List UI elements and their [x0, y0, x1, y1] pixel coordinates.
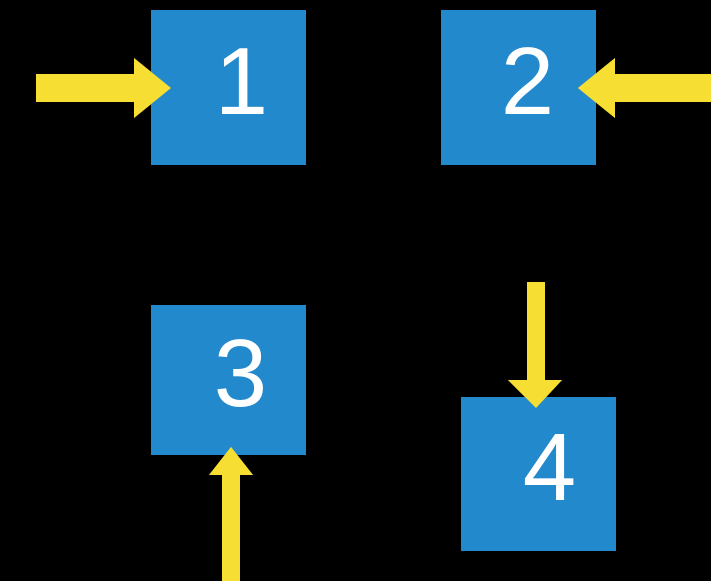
arrow-right-icon-head [134, 58, 171, 118]
arrow-down-tip-overlay [508, 380, 562, 408]
arrow-left-icon-head [578, 58, 615, 118]
arrow-down-icon-tip [508, 380, 562, 408]
node-box-1[interactable] [151, 10, 306, 165]
node-box-2[interactable] [441, 10, 596, 165]
arrow-up-icon [209, 447, 253, 581]
arrow-down-icon [508, 282, 562, 408]
arrow-left-head-overlay [578, 58, 615, 118]
arrow-right-head-overlay [134, 58, 171, 118]
node-label-3: 3 [213, 320, 268, 427]
node-label-1: 1 [214, 28, 269, 135]
node-label-2: 2 [500, 28, 555, 135]
arrow-down-into-box-4[interactable] [508, 282, 562, 408]
node-box-3[interactable] [151, 305, 306, 455]
arrow-up-into-box-3[interactable] [209, 447, 253, 581]
arrow-up-tip-overlay [209, 447, 253, 475]
arrow-up-icon-tip [209, 447, 253, 475]
node-label-4: 4 [522, 414, 577, 521]
node-box-4[interactable] [461, 397, 616, 551]
